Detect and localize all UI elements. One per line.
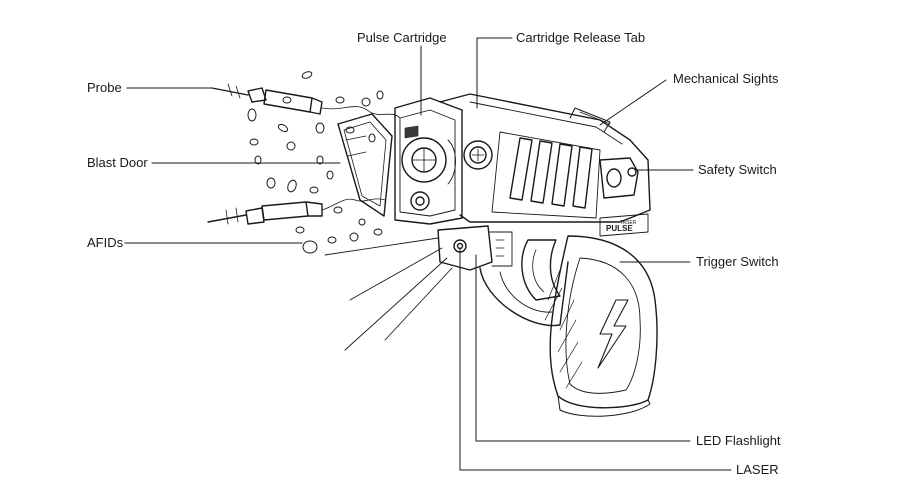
- label-probe: Probe: [87, 80, 122, 95]
- probe-upper: [211, 83, 323, 115]
- device-model-marking: PULSE: [606, 224, 633, 233]
- pulse-cartridge: [394, 97, 463, 225]
- led-flashlight-leader: [475, 254, 691, 442]
- beam-lines: [324, 237, 453, 351]
- label-safety-switch: Safety Switch: [698, 162, 777, 177]
- device-brand-marking: TASER: [620, 220, 637, 226]
- laser-leader: [459, 247, 732, 471]
- label-pulse-cartridge: Pulse Cartridge: [357, 30, 447, 45]
- label-mechanical-sights: Mechanical Sights: [673, 71, 779, 86]
- label-led-flashlight: LED Flashlight: [696, 433, 781, 448]
- label-trigger-switch: Trigger Switch: [696, 254, 779, 269]
- probe-wire-lower: [321, 198, 386, 211]
- probe-lower: [207, 201, 323, 225]
- mechanical-sights-leader: [599, 79, 667, 126]
- probe-wire-upper: [321, 106, 401, 119]
- afids-confetti: [247, 71, 384, 254]
- label-blast-door: Blast Door: [87, 155, 148, 170]
- label-cartridge-release-tab: Cartridge Release Tab: [516, 30, 646, 45]
- cartridge-release-tab-leader: [476, 37, 513, 109]
- blast-door: [337, 113, 393, 217]
- label-laser: LASER: [736, 462, 779, 477]
- device-body: [437, 93, 658, 417]
- leader-lines: [124, 37, 732, 471]
- label-afids: AFIDs: [87, 235, 124, 250]
